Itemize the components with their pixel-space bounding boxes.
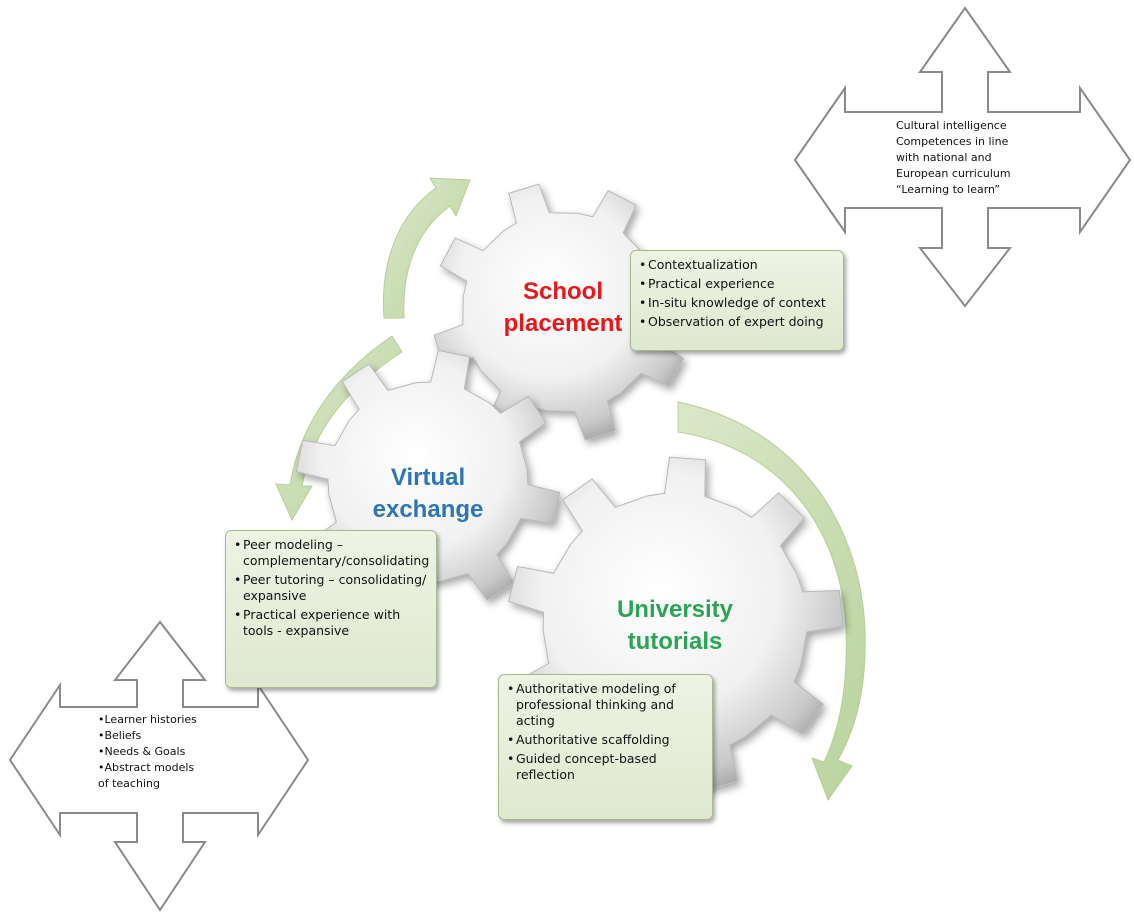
school-label-line2: placement — [503, 310, 623, 337]
gear-label-school: School placement — [500, 276, 626, 340]
virtual-label-line1: Virtual — [390, 464, 466, 491]
cycle-arrows — [275, 177, 866, 802]
box-item: Practical experience — [639, 276, 835, 292]
school-label-line1: School — [522, 278, 603, 305]
arrow-text-line: Competences in line — [896, 135, 1009, 148]
box-item: Guided concept-based reflection — [507, 751, 704, 783]
arrow-text-line: •Learner histories — [98, 713, 197, 726]
box-item: In-situ knowledge of context — [639, 295, 835, 311]
top-right-arrow-text: Cultural intelligence Competences in lin… — [896, 118, 1038, 198]
four-way-arrow-bottom-left — [8, 620, 310, 912]
cycle-arrow-right — [677, 401, 866, 802]
box-item: Peer tutoring – consolidating/ expansive — [234, 572, 428, 604]
university-label-line1: University — [616, 596, 734, 623]
virtual-exchange-box: Peer modeling – complementary/consolidat… — [225, 530, 437, 688]
school-placement-box: Contextualization Practical experience I… — [630, 250, 844, 351]
university-tutorials-box: Authoritative modeling of professional t… — [498, 674, 713, 820]
arrow-text-line: •Needs & Goals — [98, 745, 186, 758]
box-item: Observation of expert doing — [639, 314, 835, 330]
box-item: Authoritative modeling of professional t… — [507, 681, 704, 729]
box-item: Peer modeling – complementary/consolidat… — [234, 537, 429, 569]
gear-label-virtual: Virtual exchange — [348, 462, 508, 526]
box-item: Practical experience with tools - expans… — [234, 607, 428, 639]
box-item: Contextualization — [639, 257, 835, 273]
arrow-text-line: of teaching — [98, 777, 160, 790]
arrow-text-line: •Beliefs — [98, 729, 142, 742]
cycle-arrow-top — [382, 177, 471, 319]
arrow-text-line: •Abstract models — [98, 761, 195, 774]
arrow-text-line: “Learning to learn” — [896, 183, 1001, 196]
arrow-text-line: Cultural intelligence — [896, 119, 1007, 132]
arrow-text-line: with national and — [896, 151, 992, 164]
university-label-line2: tutorials — [627, 628, 723, 655]
bottom-left-arrow-text: •Learner histories •Beliefs •Needs & Goa… — [98, 712, 218, 792]
gear-school — [433, 183, 691, 441]
virtual-label-line2: exchange — [372, 496, 484, 523]
four-way-arrow-top-right — [793, 6, 1132, 308]
arrow-text-line: European curriculum — [896, 167, 1011, 180]
box-item: Authoritative scaffolding — [507, 732, 704, 748]
gear-label-university: University tutorials — [580, 594, 770, 658]
